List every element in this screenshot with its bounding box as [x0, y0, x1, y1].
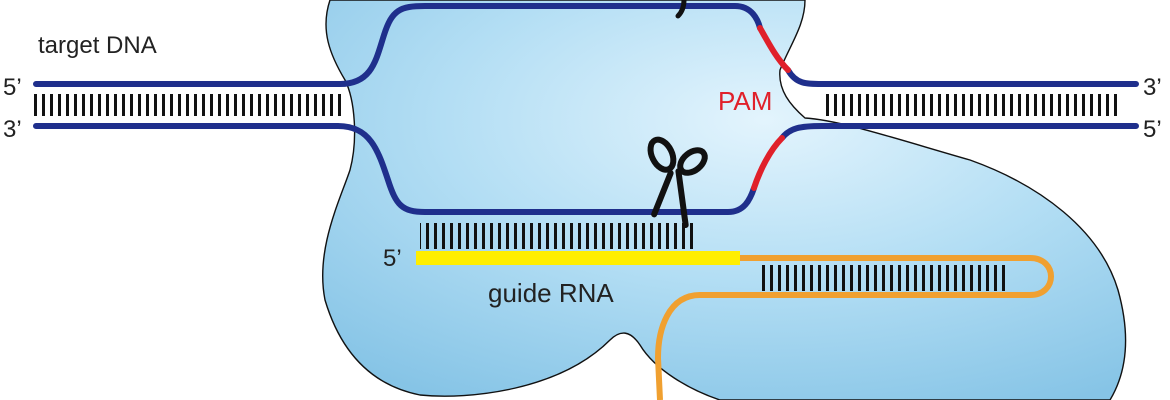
pam-top-segment	[757, 25, 791, 73]
pam-bottom-segment	[751, 135, 785, 191]
right-top-3prime-label: 3’	[1143, 74, 1162, 101]
scaffold-rna	[654, 255, 1054, 400]
target-dna-label: target DNA	[38, 32, 157, 59]
right-bottom-5prime-label: 5’	[1143, 116, 1162, 143]
guide-target-base-pairs	[420, 223, 698, 249]
left-base-pairs	[34, 94, 346, 116]
dna-bottom-strand	[33, 123, 757, 215]
pam-label: PAM	[718, 86, 772, 116]
left-top-5prime-label: 5’	[3, 74, 22, 101]
right-base-pairs	[822, 94, 1122, 116]
dna-top-strand	[33, 2, 763, 87]
scissors-icon	[647, 136, 708, 229]
dna-bottom-strand-right	[779, 123, 1139, 141]
cas9-protein	[321, 0, 1127, 400]
left-bottom-3prime-label: 3’	[3, 116, 22, 143]
scissors-icon	[675, 0, 687, 19]
scaffold-base-pairs	[760, 265, 1008, 291]
dna-top-strand-right	[785, 67, 1139, 87]
guide-rna-5prime-label: 5’	[383, 245, 402, 272]
guide-rna-label: guide RNA	[488, 278, 614, 308]
guide-rna-spacer	[416, 251, 740, 265]
